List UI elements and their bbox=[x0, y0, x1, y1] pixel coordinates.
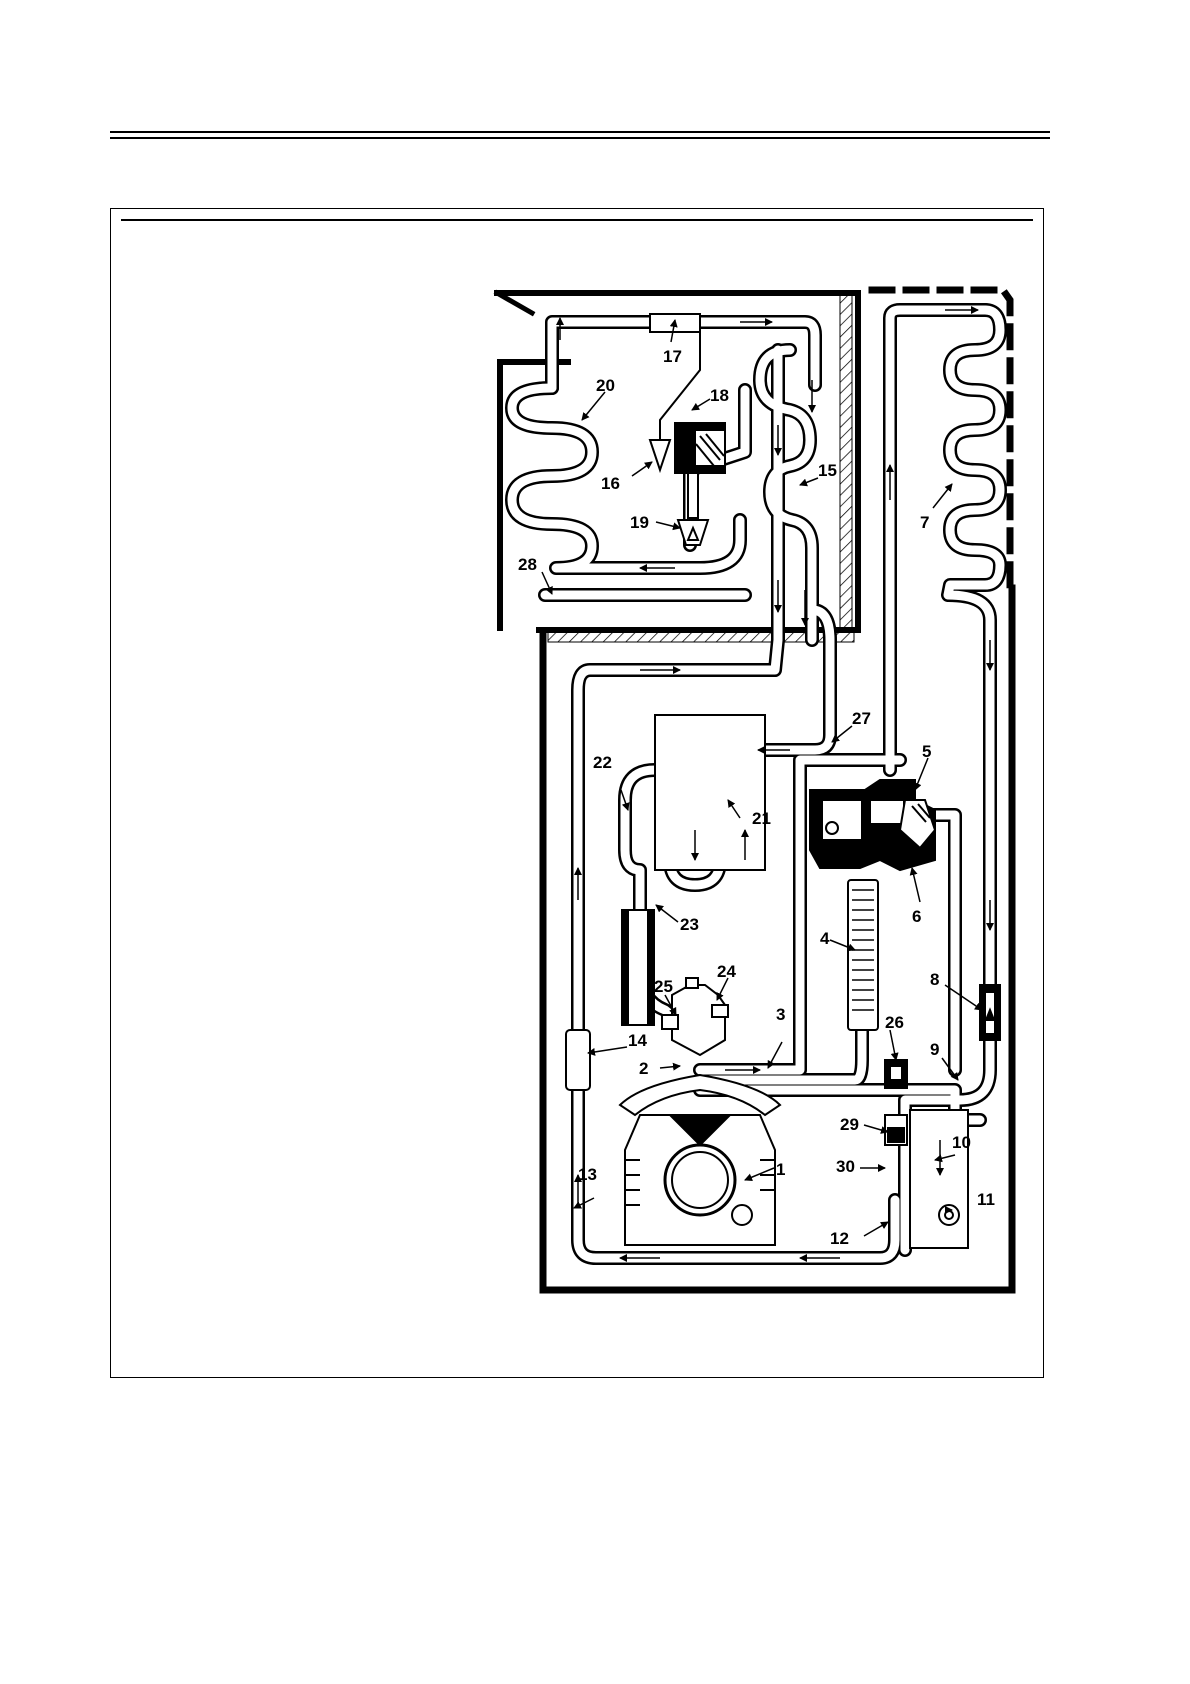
label-12: 12 bbox=[830, 1229, 849, 1248]
filter-14 bbox=[566, 1030, 590, 1090]
label-14: 14 bbox=[628, 1031, 647, 1050]
label-3: 3 bbox=[776, 1005, 785, 1024]
label-15: 15 bbox=[818, 461, 837, 480]
label-16: 16 bbox=[601, 474, 620, 493]
label-26: 26 bbox=[885, 1013, 904, 1032]
sight-box-10 bbox=[910, 1110, 968, 1248]
label-4: 4 bbox=[820, 929, 830, 948]
label-8: 8 bbox=[930, 970, 939, 989]
insulation-vertical bbox=[840, 295, 852, 630]
label-19: 19 bbox=[630, 513, 649, 532]
compressor-head-24-25 bbox=[672, 985, 725, 1055]
label-27: 27 bbox=[852, 709, 871, 728]
valve-16 bbox=[650, 440, 670, 470]
receiver-4 bbox=[848, 880, 878, 1030]
label-13: 13 bbox=[578, 1165, 597, 1184]
label-6: 6 bbox=[912, 907, 921, 926]
label-25: 25 bbox=[654, 977, 673, 996]
label-9: 9 bbox=[930, 1040, 939, 1059]
label-2: 2 bbox=[639, 1059, 648, 1078]
label-20: 20 bbox=[596, 376, 615, 395]
label-7: 7 bbox=[920, 513, 929, 532]
label-17: 17 bbox=[663, 347, 682, 366]
label-11: 11 bbox=[977, 1190, 995, 1209]
stem bbox=[688, 473, 698, 518]
label-18: 18 bbox=[710, 386, 729, 405]
label-29: 29 bbox=[840, 1115, 859, 1134]
label-28: 28 bbox=[518, 555, 537, 574]
label-30: 30 bbox=[836, 1157, 855, 1176]
label-10: 10 bbox=[952, 1133, 971, 1152]
label-21: 21 bbox=[752, 809, 771, 828]
label-22: 22 bbox=[593, 753, 612, 772]
label-5: 5 bbox=[922, 742, 931, 761]
label-23: 23 bbox=[680, 915, 699, 934]
label-24: 24 bbox=[717, 962, 736, 981]
label-1: 1 bbox=[776, 1160, 785, 1179]
accumulator-21 bbox=[655, 715, 765, 870]
